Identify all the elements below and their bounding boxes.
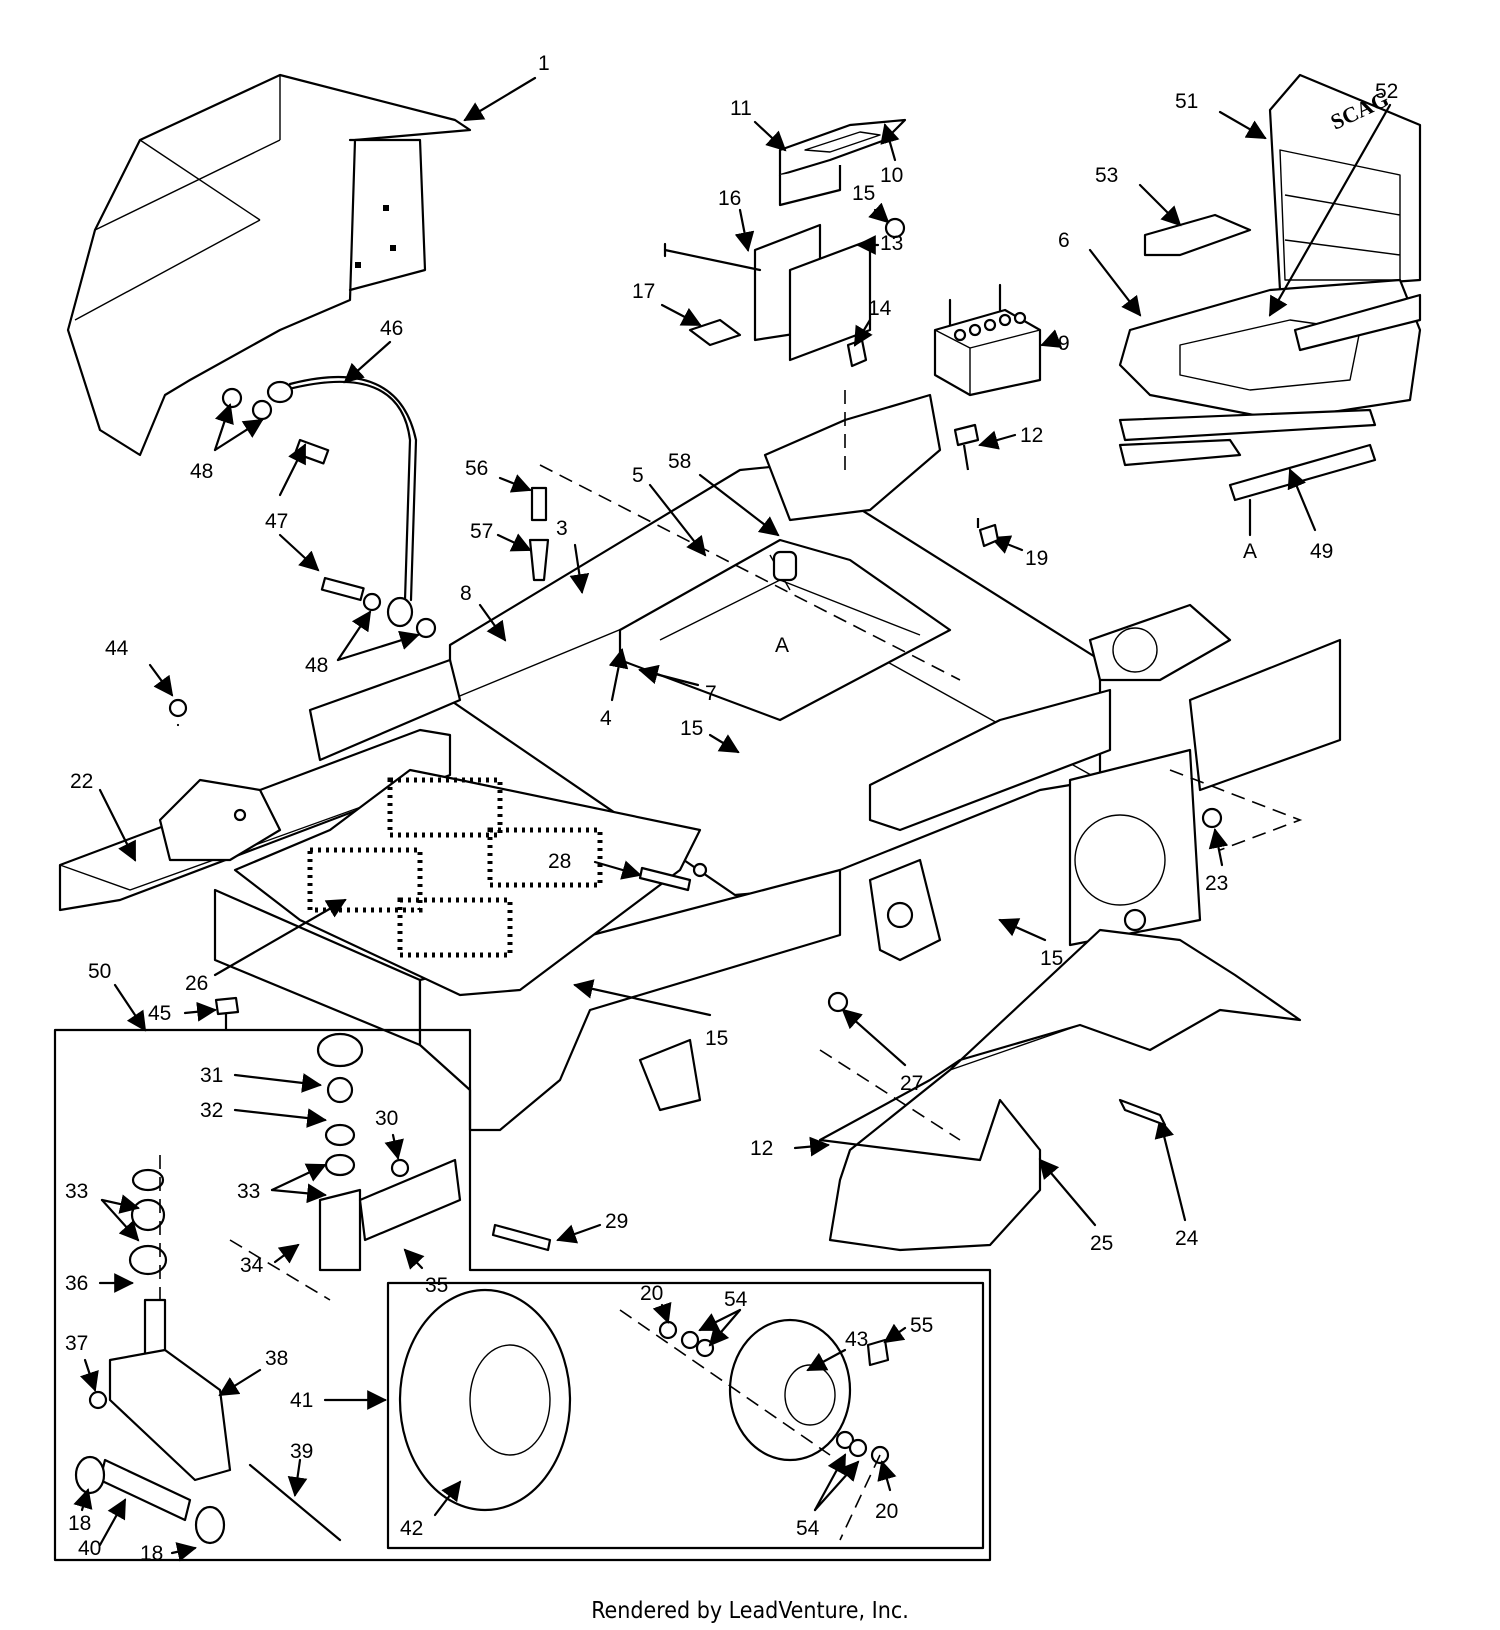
callout-44: 44: [105, 637, 129, 660]
callout-12-top: 12: [1020, 424, 1043, 447]
hidden-lines: [159, 390, 1303, 1541]
left-fender: [66, 73, 472, 457]
callout-11: 11: [730, 97, 752, 120]
callout-12-bottom: 12: [750, 1137, 773, 1160]
callout-31: 31: [200, 1064, 223, 1087]
callout-39: 39: [290, 1440, 313, 1463]
callout-10: 10: [880, 164, 903, 187]
callout-29: 29: [605, 1210, 628, 1233]
callout-14: 14: [868, 297, 892, 320]
main-frame: [58, 393, 1342, 1132]
callout-20-bottom: 20: [875, 1500, 898, 1523]
callout-52: 52: [1375, 80, 1398, 103]
callout-30: 30: [375, 1107, 398, 1130]
callout-16: 16: [718, 187, 741, 210]
battery-bracket: [663, 118, 907, 368]
callout-4: 4: [600, 707, 612, 730]
callout-46: 46: [380, 317, 403, 340]
callout-32: 32: [200, 1099, 223, 1122]
callout-8: 8: [460, 582, 472, 605]
callout-34: 34: [240, 1254, 264, 1277]
callout-15-top: 15: [852, 182, 875, 205]
callout-13: 13: [880, 232, 903, 255]
callout-26: 26: [185, 972, 208, 995]
floor-plate-holes: [307, 777, 603, 958]
battery: [933, 283, 1042, 397]
callout-57: 57: [470, 520, 493, 543]
callout-9: 9: [1058, 332, 1070, 355]
callout-5: 5: [632, 464, 644, 487]
callout-15-right: 15: [1040, 947, 1063, 970]
callout-18-right: 18: [140, 1542, 163, 1565]
footer-credit: Rendered by LeadVenture, Inc.: [591, 1598, 909, 1624]
reference-a-seat: A: [1243, 540, 1257, 563]
callout-22: 22: [70, 770, 93, 793]
callout-28: 28: [548, 850, 571, 873]
callout-15-mid: 15: [680, 717, 703, 740]
callout-58: 58: [668, 450, 691, 473]
callout-36: 36: [65, 1272, 88, 1295]
callout-55: 55: [910, 1314, 933, 1337]
callout-1: 1: [538, 52, 550, 75]
callout-25: 25: [1090, 1232, 1113, 1255]
right-fender: [818, 928, 1302, 1252]
battery-cable: [221, 376, 437, 639]
floor-plate: [233, 768, 702, 997]
callout-48-top: 48: [190, 460, 213, 483]
callout-33-right: 33: [237, 1180, 260, 1203]
reference-a-frame: A: [775, 634, 789, 657]
callout-45: 45: [148, 1002, 171, 1025]
callout-54-top: 54: [724, 1288, 748, 1311]
callout-3: 3: [556, 517, 568, 540]
callout-15-bottom: 15: [705, 1027, 728, 1050]
callout-47: 47: [265, 510, 288, 533]
callout-33-left: 33: [65, 1180, 88, 1203]
callout-20-top: 20: [640, 1282, 663, 1305]
callout-40: 40: [78, 1537, 101, 1560]
callout-38: 38: [265, 1347, 288, 1370]
callout-53: 53: [1095, 164, 1118, 187]
callout-6: 6: [1058, 229, 1070, 252]
callout-50: 50: [88, 960, 111, 983]
callout-51: 51: [1175, 90, 1198, 113]
callout-24: 24: [1175, 1227, 1199, 1250]
callout-35: 35: [425, 1274, 448, 1297]
callouts: 1 3 4 5 6 7 8 9 10 11 12 12 13 14 15 15: [65, 52, 1398, 1565]
callout-48-bottom: 48: [305, 654, 328, 677]
callout-19: 19: [1025, 547, 1048, 570]
operator-seat: SCAG: [1118, 73, 1422, 502]
callout-27: 27: [900, 1072, 923, 1095]
callout-17: 17: [632, 280, 655, 303]
callout-49: 49: [1310, 540, 1333, 563]
callout-37: 37: [65, 1332, 88, 1355]
callout-23: 23: [1205, 872, 1228, 895]
callout-56: 56: [465, 457, 488, 480]
callout-18-left: 18: [68, 1512, 91, 1535]
callout-41: 41: [290, 1389, 313, 1412]
callout-42: 42: [400, 1517, 423, 1540]
callout-7: 7: [705, 682, 717, 705]
callout-54-bottom: 54: [796, 1517, 820, 1540]
callout-43: 43: [845, 1328, 868, 1351]
